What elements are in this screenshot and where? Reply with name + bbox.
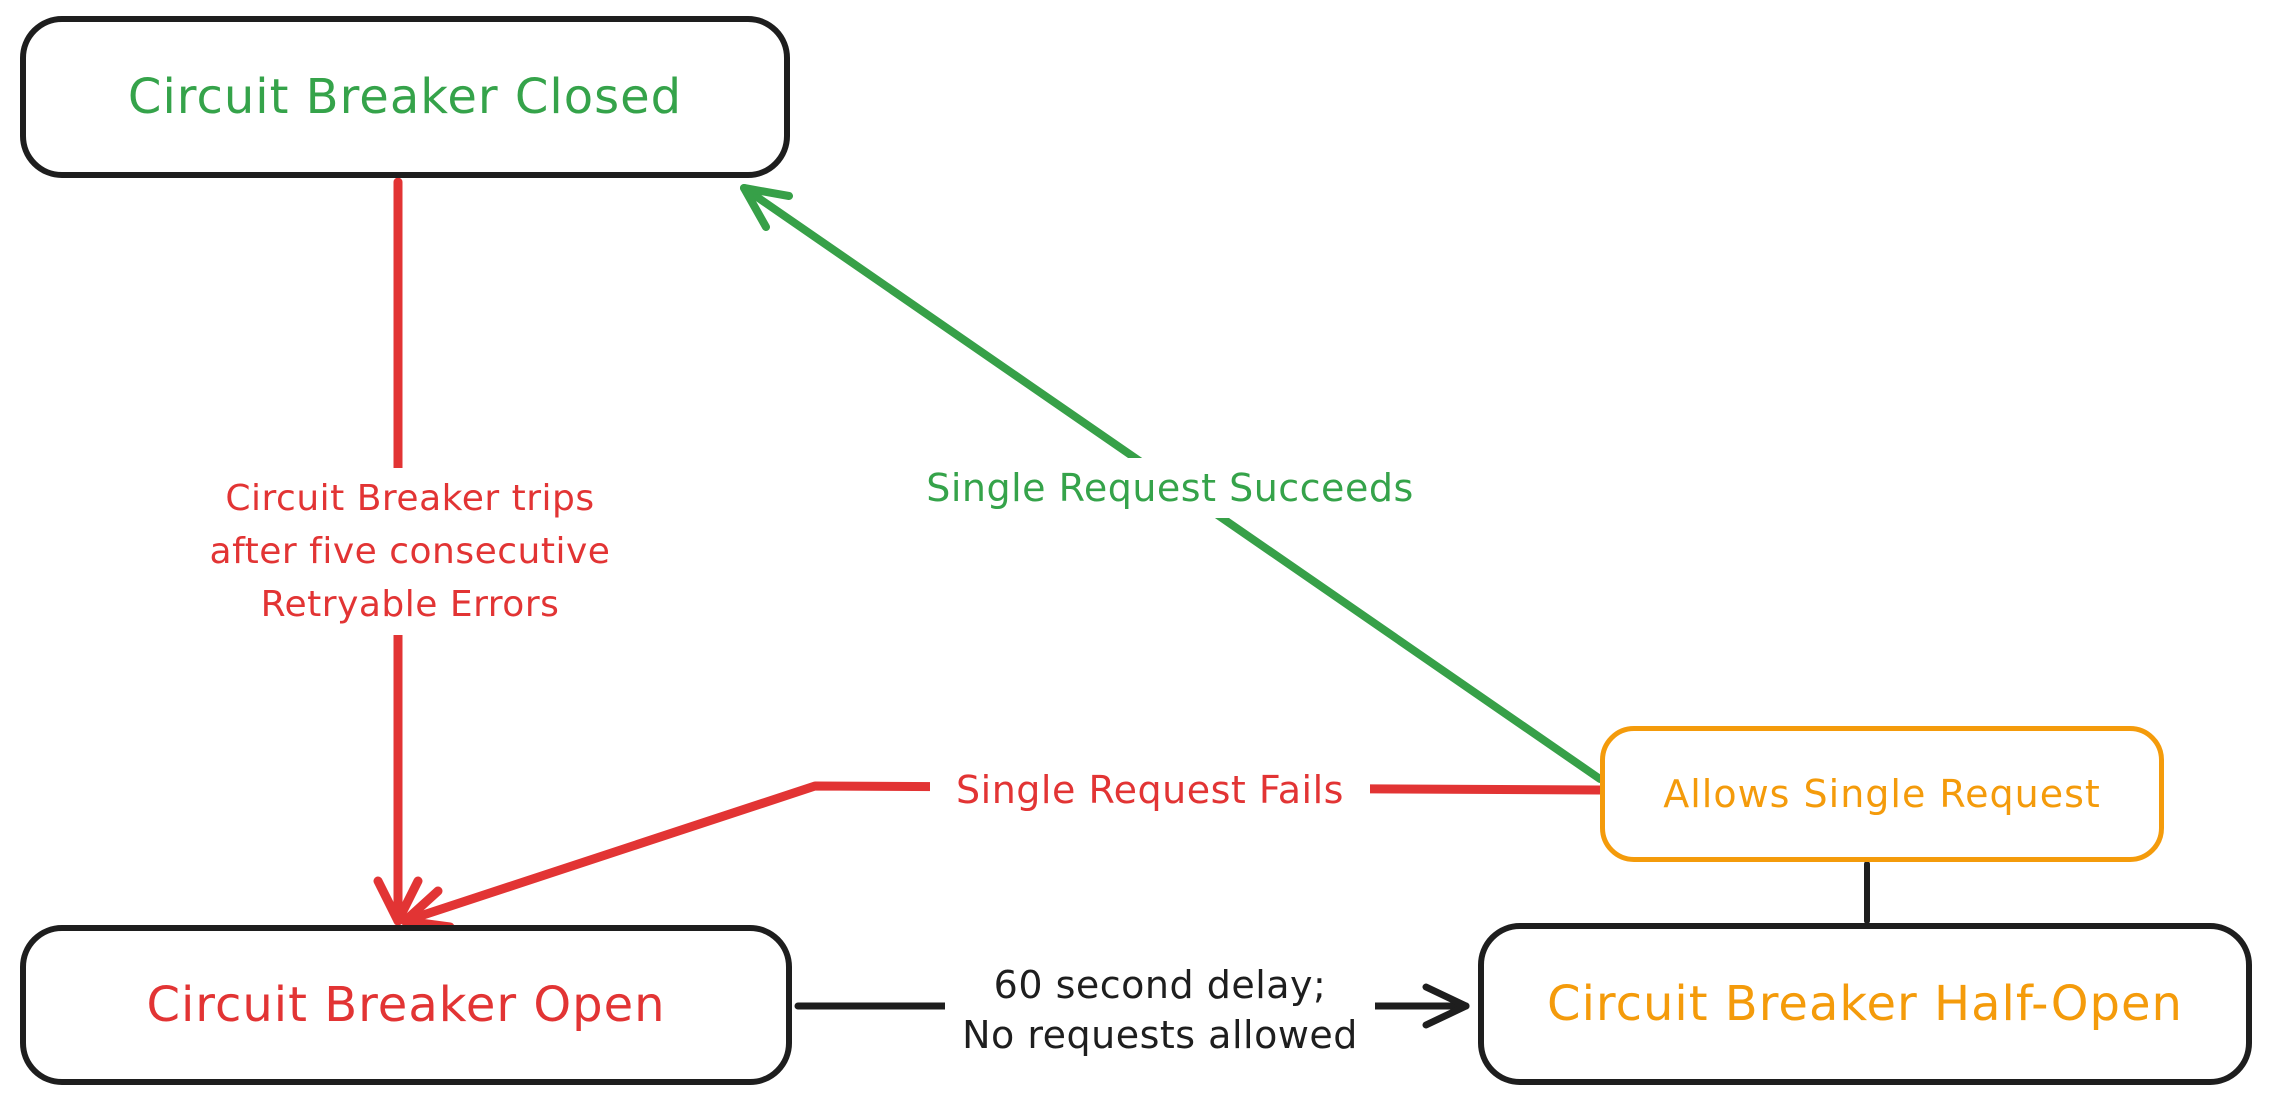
delay-label-line-1: 60 second delay; xyxy=(993,963,1327,1007)
node-circuit-breaker-open: Circuit Breaker Open xyxy=(20,925,792,1085)
edge-label-succeeds: Single Request Succeeds xyxy=(900,458,1440,518)
node-closed-label: Circuit Breaker Closed xyxy=(127,69,683,125)
delay-label-line-2: No requests allowed xyxy=(962,1013,1358,1057)
delay-arrowhead xyxy=(1422,983,1470,1029)
node-open-label: Circuit Breaker Open xyxy=(146,977,666,1033)
trip-label-line-3: Retryable Errors xyxy=(260,584,560,625)
node-half-open-label: Circuit Breaker Half-Open xyxy=(1547,976,2183,1032)
trip-arrowhead xyxy=(373,876,423,926)
trip-label-line-2: after five consecutive xyxy=(209,531,611,572)
node-circuit-breaker-closed: Circuit Breaker Closed xyxy=(20,16,790,178)
succeeds-arrowhead xyxy=(740,184,793,231)
edge-label-fails: Single Request Fails xyxy=(930,760,1370,820)
node-allows-label: Allows Single Request xyxy=(1663,772,2101,816)
edge-label-trip: Circuit Breaker trips after five consecu… xyxy=(128,468,692,635)
trip-label-line-1: Circuit Breaker trips xyxy=(225,478,595,519)
node-allows-single-request: Allows Single Request xyxy=(1600,726,2164,862)
edge-label-delay: 60 second delay; No requests allowed xyxy=(945,956,1375,1064)
node-circuit-breaker-half-open: Circuit Breaker Half-Open xyxy=(1478,923,2252,1085)
